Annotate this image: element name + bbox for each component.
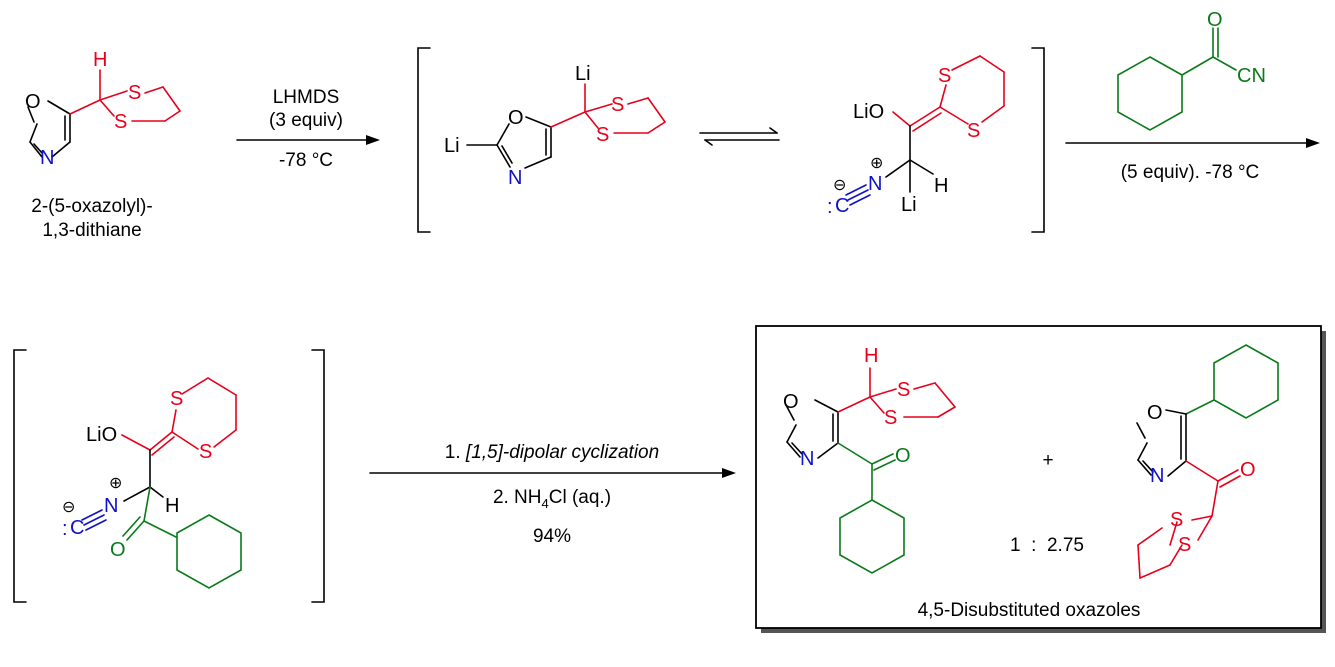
product-a-structure: [785, 367, 956, 574]
product-b-structure: [1136, 344, 1279, 579]
atom-N: N: [868, 173, 882, 195]
atom-N: N: [40, 147, 54, 169]
atom-N: N: [800, 448, 814, 470]
atom-S: S: [938, 65, 951, 87]
atom-O: O: [1207, 9, 1223, 31]
reaction-arrow-3: [369, 468, 736, 478]
atom-S: S: [114, 111, 127, 133]
atom-S: S: [596, 124, 609, 146]
products-caption: 4,5-Disubstituted oxazoles: [918, 600, 1141, 621]
plus-sign: +: [1042, 450, 1053, 471]
atom-Li: Li: [444, 135, 460, 157]
charge-minus: ⊖: [62, 499, 75, 516]
acyl-cyanide-reagent-structure: [1117, 27, 1237, 131]
atom-O: O: [1147, 402, 1163, 424]
atom-S: S: [128, 82, 141, 104]
step1-reagent: LHMDS: [273, 87, 340, 108]
atom-N: N: [1150, 465, 1164, 487]
lone-pair: :: [62, 518, 68, 540]
step2-conditions: (5 equiv). -78 °C: [1121, 162, 1260, 183]
atom-S: S: [170, 388, 183, 410]
cyano-group-label: CN: [1237, 65, 1266, 87]
charge-minus: ⊖: [833, 177, 846, 194]
equilibrium-arrows: [699, 127, 780, 146]
intermediate-bracket-2: [13, 349, 325, 603]
acylated-intermediate-structure: [81, 377, 242, 589]
atom-S: S: [884, 407, 897, 429]
step3-line1: 1. [1,5]-dipolar cyclization: [445, 442, 659, 463]
atom-C: C: [835, 195, 849, 217]
isocyanide-enolate-structure: [845, 55, 1005, 206]
atom-O: O: [783, 391, 799, 413]
dilithio-oxazole-structure: [466, 83, 666, 169]
atom-O: O: [508, 107, 524, 129]
reaction-arrow-2: [1065, 138, 1320, 148]
intermediate-bracket-1: [417, 47, 1045, 233]
atom-H: H: [165, 495, 179, 517]
starting-material-name-line2: 1,3-dithiane: [42, 220, 141, 241]
atom-S: S: [1170, 509, 1183, 531]
lone-pair: :: [827, 196, 833, 218]
atom-LiO: LiO: [853, 101, 884, 123]
starting-material-name-line1: 2-(5-oxazolyl)-: [31, 196, 152, 217]
atom-O: O: [25, 91, 41, 113]
charge-plus: ⊕: [870, 155, 883, 172]
step1-temperature: -78 °C: [279, 150, 333, 171]
atom-S: S: [199, 441, 212, 463]
starting-material-structure: [27, 69, 181, 158]
atom-O: O: [895, 445, 911, 467]
step3-yield: 94%: [533, 526, 571, 547]
atom-S: S: [611, 94, 624, 116]
atom-H: H: [934, 175, 948, 197]
atom-H: H: [93, 49, 107, 71]
atom-S: S: [1178, 534, 1191, 556]
isomer-ratio: 1 : 2.75: [1010, 535, 1084, 556]
atom-C: C: [70, 517, 84, 539]
atom-Li: Li: [901, 194, 917, 216]
atom-S: S: [967, 120, 980, 142]
step1-equiv: (3 equiv): [269, 110, 343, 131]
atom-N: N: [508, 167, 522, 189]
atom-H: H: [864, 345, 878, 367]
atom-O: O: [110, 539, 126, 561]
step3-line2: 2. NH4Cl (aq.): [493, 487, 611, 511]
atom-LiO: LiO: [86, 424, 117, 446]
atom-Li: Li: [575, 63, 591, 85]
atom-O: O: [1240, 459, 1256, 481]
atom-N: N: [104, 495, 118, 517]
charge-plus: ⊕: [109, 475, 122, 492]
reaction-arrow-1: [236, 135, 380, 145]
atom-S: S: [897, 379, 910, 401]
